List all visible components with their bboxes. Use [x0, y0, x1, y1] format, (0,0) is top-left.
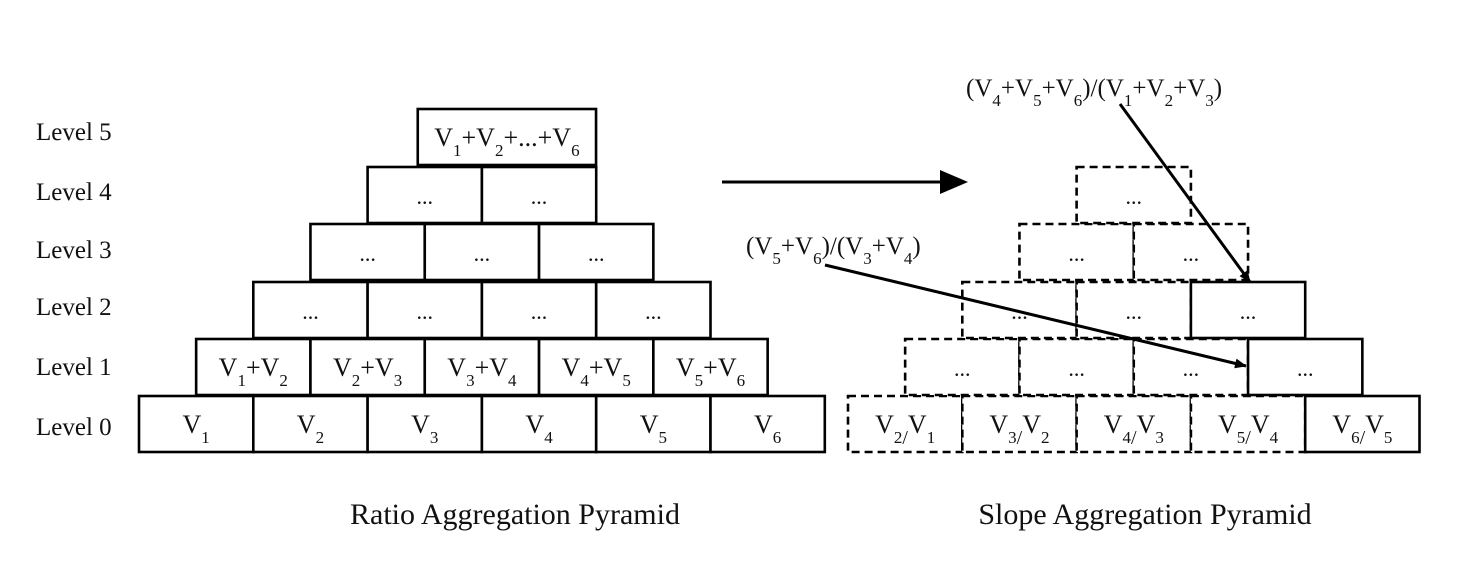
- slope-l0-label: V6/V5: [1332, 410, 1392, 449]
- ratio-l3-cell: [537, 222, 655, 282]
- ratio-l0-label: V1: [183, 410, 210, 447]
- ratio-l4-cell: [366, 165, 484, 225]
- slope-l1-cell: [903, 337, 1021, 397]
- ratio-l2-cell: [480, 280, 598, 340]
- top-formula-arrow: [1118, 103, 1252, 283]
- slope-l3-cell: [1018, 222, 1136, 282]
- slope-l0-cell: [1075, 394, 1193, 454]
- ratio-l5-label: V1+V2+...+V6: [434, 123, 579, 160]
- ratio-l4-label: ...: [531, 184, 548, 209]
- ratio-l0-label: V6: [754, 410, 781, 447]
- slope-l3-label: ...: [1183, 241, 1200, 266]
- ratio-l3-label: ...: [359, 241, 376, 266]
- slope-l2-label: ...: [1240, 299, 1257, 324]
- slope-l1-cell: [1246, 337, 1364, 397]
- ratio-l2-label: ...: [302, 299, 319, 324]
- level-labels: Level 5 Level 4 Level 3 Level 2 Level 1 …: [36, 119, 112, 441]
- slope-l3-cell: [1132, 222, 1250, 282]
- ratio-l1-label: V3+V4: [447, 353, 517, 390]
- level-label: Level 0: [36, 414, 112, 441]
- ratio-l4-label: ...: [417, 184, 434, 209]
- ratio-l2-label: ...: [417, 299, 434, 324]
- top-formula-label: (V4+V5+V6)/(V1+V2+V3): [966, 75, 1222, 110]
- ratio-pyramid-caption: Ratio Aggregation Pyramid: [350, 498, 680, 531]
- slope-l0-cell: [846, 394, 964, 454]
- ratio-l0-cell: [709, 394, 827, 454]
- ratio-l0-label: V3: [411, 410, 438, 447]
- ratio-l1-label: V2+V3: [333, 353, 402, 390]
- ratio-l1-label: V1+V2: [219, 353, 288, 390]
- level-label: Level 1: [36, 354, 112, 381]
- slope-l0-label: V3/V2: [989, 410, 1049, 449]
- ratio-l1-cell: [423, 337, 541, 397]
- slope-l1-label: ...: [954, 356, 971, 381]
- formula-annotations: (V4+V5+V6)/(V1+V2+V3) (V5+V6)/(V3+V4): [746, 75, 1252, 369]
- ratio-l1-cell: [309, 337, 427, 397]
- middle-formula-arrow: [824, 263, 1247, 369]
- ratio-l1-cell: [652, 337, 769, 397]
- ratio-l4-cell: [480, 165, 598, 225]
- ratio-l1-label: V4+V5: [562, 353, 631, 390]
- slope-l3-label: ...: [1068, 241, 1085, 266]
- level-label: Level 5: [36, 119, 112, 146]
- ratio-l0-cell: [137, 394, 255, 454]
- slope-l2-cell: [960, 280, 1078, 340]
- slope-l1-label: ...: [1068, 356, 1085, 381]
- slope-l0-label: V5/V4: [1218, 410, 1279, 449]
- slope-l0-label: V4/V3: [1104, 410, 1164, 449]
- level-label: Level 2: [36, 294, 112, 321]
- ratio-l1-cell: [537, 337, 655, 397]
- ratio-l1-label: V5+V6: [676, 353, 745, 390]
- ratio-aggregation-pyramid: V1 V2 V3 V4 V5 V6 V1+V2 V2+V3 V3+V4 V4+V5 V5+V6...…: [137, 107, 827, 454]
- slope-l1-cell: [1018, 337, 1136, 397]
- ratio-l2-cell: [594, 280, 712, 340]
- ratio-l5-cell: [416, 107, 598, 167]
- slope-l0-label: V2/V1: [875, 410, 935, 449]
- ratio-l2-cell: [366, 280, 484, 340]
- slope-l1-label: ...: [1183, 356, 1200, 381]
- slope-aggregation-pyramid: V2/V1 V3/V2 V4/V3 V5/V4 V6/V5...............…: [846, 165, 1421, 454]
- ratio-l2-label: ...: [531, 299, 548, 324]
- slope-l2-label: ...: [1126, 299, 1143, 324]
- slope-l4-label: ...: [1126, 184, 1143, 209]
- level-label: Level 4: [36, 179, 112, 206]
- transform-arrow: [722, 170, 968, 194]
- slope-l2-cell: [1189, 280, 1307, 340]
- slope-l0-cell: [1189, 394, 1307, 454]
- slope-l1-label: ...: [1297, 356, 1314, 381]
- ratio-l0-label: V5: [640, 410, 667, 447]
- ratio-l3-label: ...: [588, 241, 605, 266]
- ratio-l0-label: V4: [525, 410, 553, 447]
- ratio-l1-cell: [194, 337, 312, 397]
- slope-l0-cell: [1303, 394, 1421, 454]
- ratio-l3-label: ...: [474, 241, 491, 266]
- ratio-l2-label: ...: [645, 299, 662, 324]
- level-label: Level 3: [36, 237, 112, 264]
- slope-pyramid-caption: Slope Aggregation Pyramid: [978, 498, 1311, 531]
- ratio-l0-label: V2: [297, 410, 324, 447]
- ratio-l2-cell: [252, 280, 369, 340]
- middle-formula-label: (V5+V6)/(V3+V4): [746, 233, 921, 268]
